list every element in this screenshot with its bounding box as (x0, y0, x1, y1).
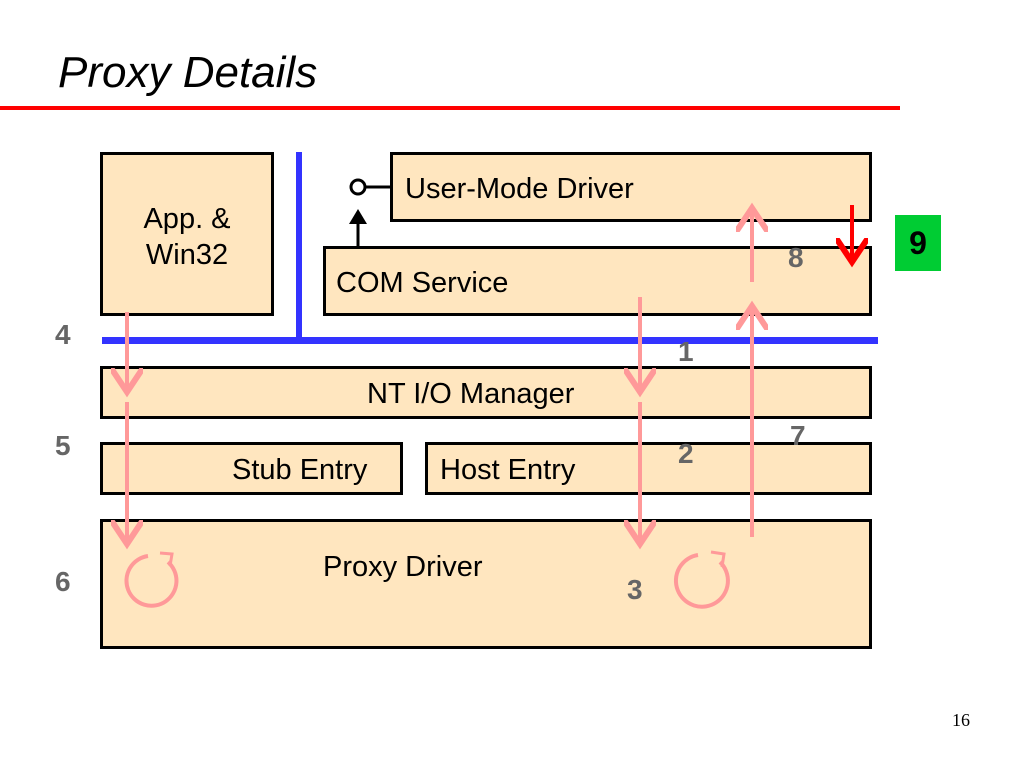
com-service-box: COM Service (323, 246, 872, 316)
step-8-label: 8 (788, 242, 804, 273)
stub-entry-label: Stub Entry (232, 454, 368, 486)
step-1-label: 1 (678, 336, 694, 367)
app-win32-box: App. & Win32 (100, 152, 274, 316)
step-7-label: 7 (790, 420, 806, 451)
step-4-label: 4 (55, 319, 71, 350)
stub-entry-box: Stub Entry (100, 442, 403, 495)
user-mode-driver-label: User-Mode Driver (405, 173, 634, 205)
host-entry-label: Host Entry (440, 454, 576, 486)
slide-title: Proxy Details (58, 48, 318, 97)
loop-icon-right (673, 550, 730, 609)
step-3-label: 3 (627, 574, 643, 605)
step-2-label: 2 (678, 438, 694, 469)
step-5-label: 5 (55, 430, 71, 461)
step-6-label: 6 (55, 566, 71, 597)
host-entry-box: Host Entry (425, 442, 872, 495)
proxy-driver-box: Proxy Driver (100, 519, 872, 649)
connector-port-circle (349, 178, 367, 196)
loop-icon-left (124, 551, 179, 608)
com-service-label: COM Service (336, 267, 509, 299)
proxy-driver-label: Proxy Driver (323, 551, 483, 583)
nt-io-manager-label: NT I/O Manager (367, 378, 575, 410)
process-boundary-line (296, 152, 302, 340)
title-underline (0, 106, 900, 110)
user-kernel-boundary-line (102, 337, 878, 344)
app-win32-label: App. & Win32 (143, 203, 231, 271)
nt-io-manager-box: NT I/O Manager (100, 366, 872, 419)
page-number: 16 (952, 710, 970, 730)
user-mode-driver-box: User-Mode Driver (390, 152, 872, 222)
step-9-badge: 9 (895, 215, 941, 271)
